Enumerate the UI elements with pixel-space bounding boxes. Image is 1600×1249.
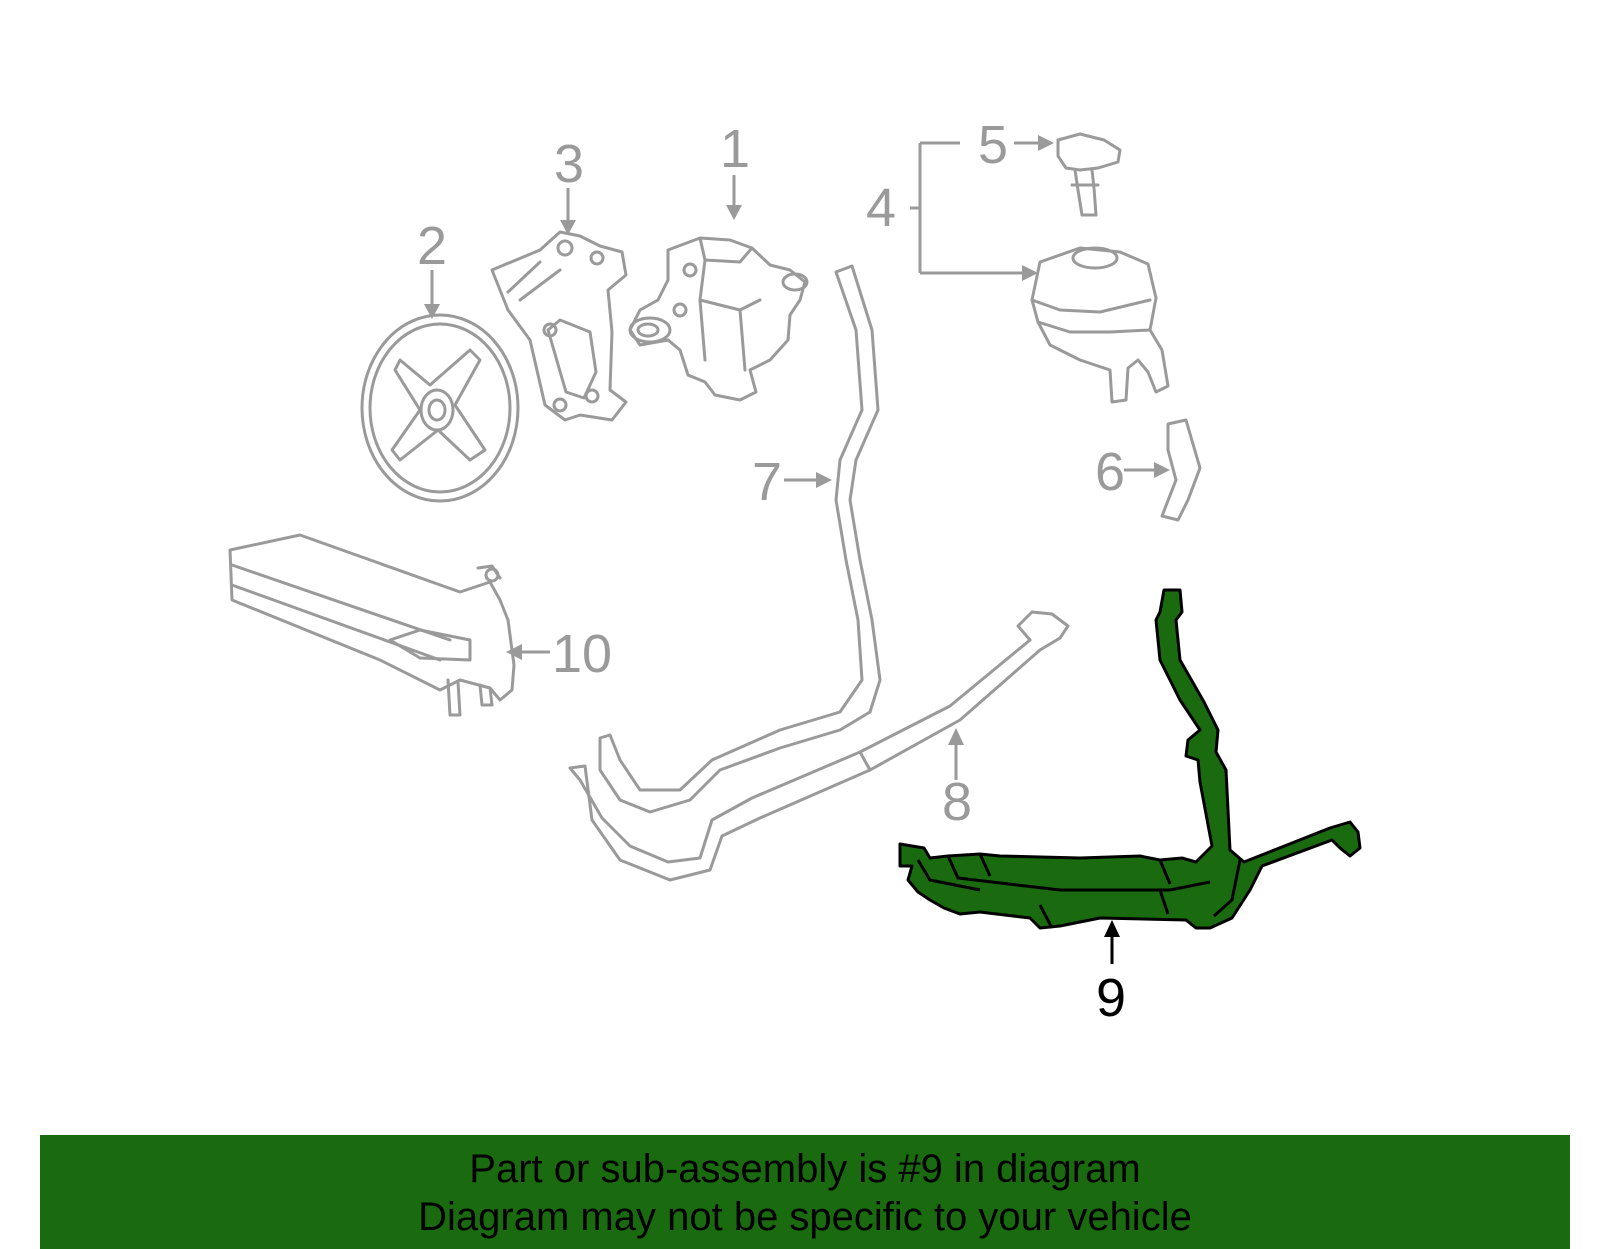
label-part-9: 9 [1096, 968, 1126, 1028]
label-part-8: 8 [942, 772, 972, 832]
pulley-part-2[interactable] [360, 313, 520, 503]
label-part-4: 4 [866, 178, 896, 238]
label-part-5: 5 [978, 115, 1008, 175]
return-hose-part-7[interactable] [598, 264, 882, 814]
pump-part-1[interactable] [628, 236, 809, 402]
cap-part-5[interactable] [1056, 132, 1122, 217]
label-part-1: 1 [720, 119, 750, 179]
cooler-part-10[interactable] [228, 533, 516, 717]
hose-assembly-part-9[interactable] [898, 588, 1362, 930]
label-part-2: 2 [417, 216, 447, 276]
banner-line-1: Part or sub-assembly is #9 in diagram [469, 1147, 1141, 1191]
bracket-part-3[interactable] [490, 230, 628, 422]
label-part-6: 6 [1095, 442, 1125, 502]
hose-part-6[interactable] [1160, 418, 1202, 522]
label-part-3: 3 [554, 134, 584, 194]
pressure-line-part-8[interactable] [568, 610, 1070, 882]
label-part-10: 10 [552, 624, 612, 684]
banner-line-2: Diagram may not be specific to your vehi… [418, 1195, 1192, 1239]
reservoir-part-4[interactable] [1030, 246, 1170, 404]
label-part-7: 7 [752, 452, 782, 512]
callout-arrows [424, 135, 1170, 964]
info-banner: Part or sub-assembly is #9 in diagram Di… [40, 1135, 1570, 1249]
